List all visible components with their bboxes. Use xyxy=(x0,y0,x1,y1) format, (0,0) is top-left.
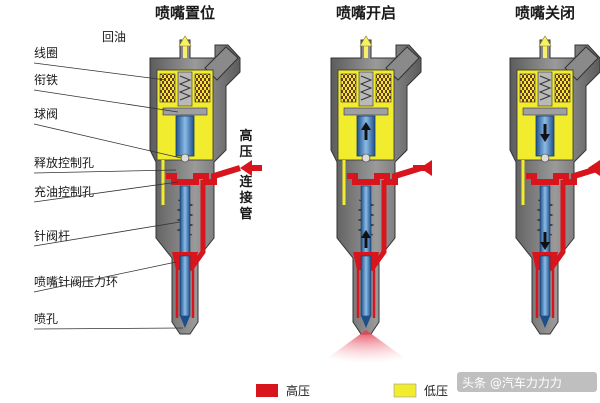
label-pressure-ring: 喷嘴针阀压力环 xyxy=(34,274,118,289)
legend-label-low: 低压 xyxy=(424,384,448,398)
label-coil: 线圈 xyxy=(34,46,58,60)
svg-text:管: 管 xyxy=(239,206,252,222)
label-hp-pipe: 高 压 连 接 管 xyxy=(239,128,253,222)
svg-text:接: 接 xyxy=(239,190,252,206)
label-nozzle-hole: 喷孔 xyxy=(34,312,58,326)
injector-closed xyxy=(510,35,600,334)
label-armature: 衔铁 xyxy=(34,73,58,87)
label-needle-rod: 针阀杆 xyxy=(34,228,70,243)
title-injector-3: 喷嘴关闭 xyxy=(515,4,575,22)
label-ball-valve: 球阀 xyxy=(34,107,58,121)
part-labels: 回油 线圈 衔铁 球阀 释放控制孔 充油控制孔 针阀杆 喷嘴针阀压力环 喷孔 xyxy=(33,30,184,330)
label-return-oil: 回油 xyxy=(102,30,126,44)
legend: 高压 低压 xyxy=(256,383,448,398)
injector-reset xyxy=(150,35,240,334)
title-injector-2: 喷嘴开启 xyxy=(336,4,396,22)
title-injector-1: 喷嘴置位 xyxy=(155,4,215,22)
svg-text:压: 压 xyxy=(239,145,252,160)
legend-label-high: 高压 xyxy=(286,383,310,398)
label-release-orifice: 释放控制孔 xyxy=(34,155,94,170)
injector-open xyxy=(322,35,432,367)
fuel-spray xyxy=(322,330,410,367)
legend-swatch-low xyxy=(393,383,417,398)
svg-text:连: 连 xyxy=(239,174,253,190)
svg-text:高: 高 xyxy=(239,128,252,144)
label-fill-orifice: 充油控制孔 xyxy=(34,184,94,199)
legend-swatch-high xyxy=(256,384,278,397)
watermark: 头条 @汽车力力力 xyxy=(462,375,562,390)
